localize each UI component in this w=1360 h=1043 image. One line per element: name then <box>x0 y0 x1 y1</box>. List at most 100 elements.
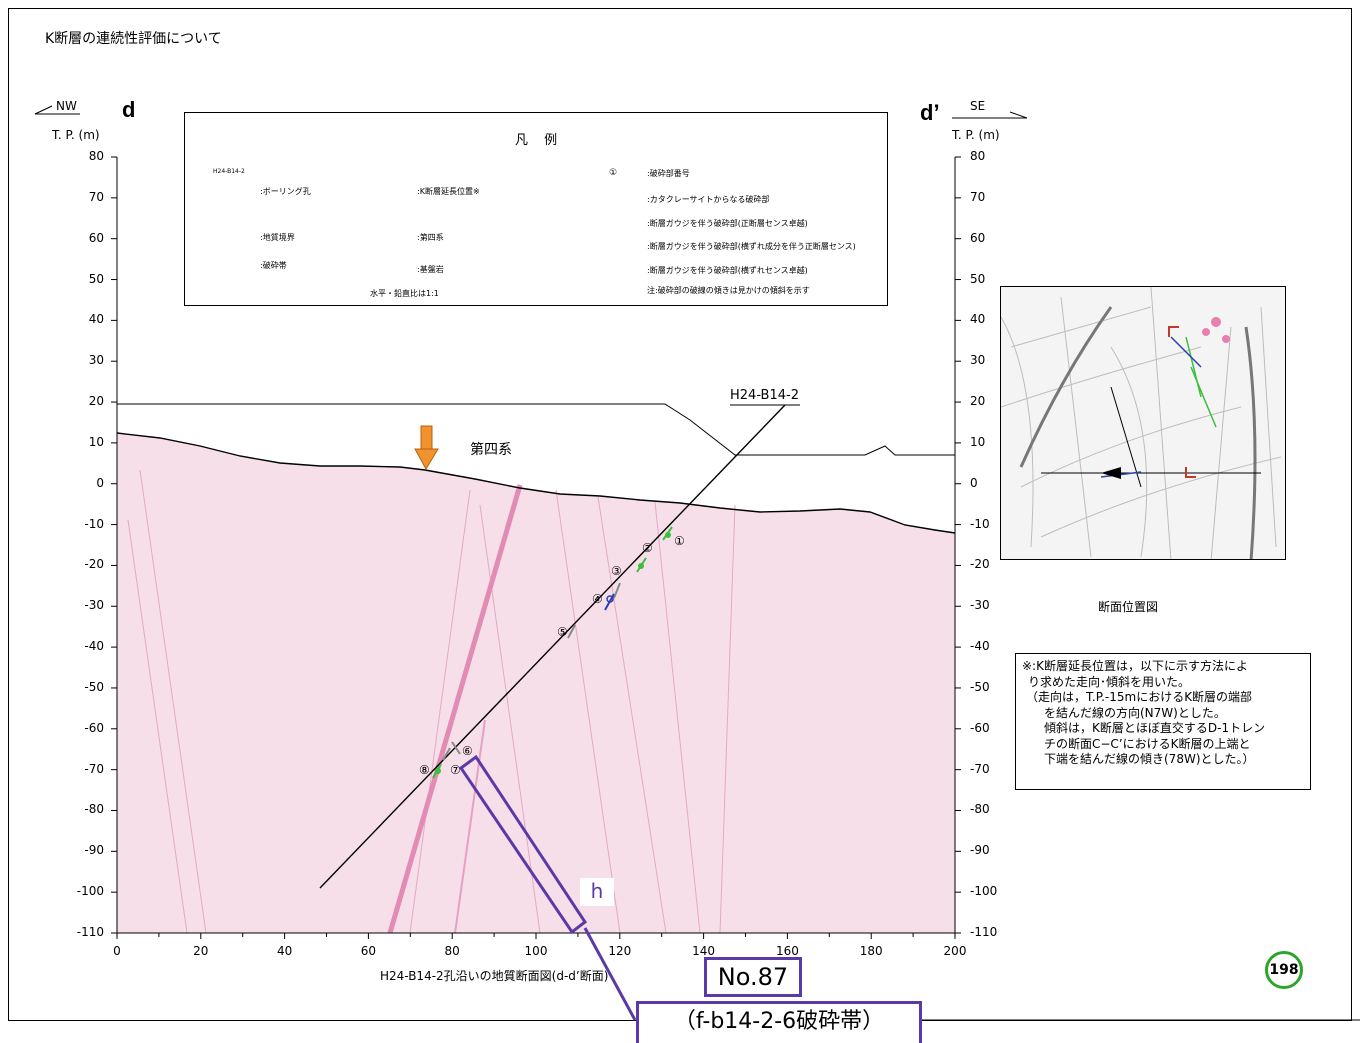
y-tick-label: -40 <box>84 639 104 654</box>
y-tick-label: -80 <box>970 802 990 817</box>
y-tick-label: -20 <box>970 557 990 572</box>
legend-borehole-tag: H24-B14-2 <box>213 168 245 175</box>
y-tick-label: 40 <box>88 312 104 327</box>
fracture-zone-label: （f-b14-2-6破砕帯） <box>636 1001 922 1043</box>
legend-number-symbol: ① <box>609 168 618 178</box>
x-tick-label: 40 <box>276 944 293 958</box>
legend-k-extension: :K断層延長位置※ <box>417 187 480 196</box>
x-tick-label: 120 <box>608 944 632 958</box>
legend-bedrock: :基盤岩 <box>417 265 444 274</box>
method-note-box: ※:K断層延長位置は，以下に示す方法によ り求めた走向･傾斜を用いた。 （走向は… <box>1015 653 1311 790</box>
legend-borehole: :ボーリング孔 <box>260 187 311 196</box>
y-tick-label: 80 <box>88 149 104 163</box>
y-tick-label: -10 <box>970 516 990 531</box>
y-unit-label-right: T. P. (m) <box>952 128 1000 142</box>
bedrock-area <box>117 433 955 933</box>
y-tick-label: -80 <box>84 802 104 817</box>
fracture-number: ⑧ <box>419 763 430 777</box>
direction-se-label: SE <box>970 99 986 113</box>
y-tick-label: -30 <box>970 598 990 613</box>
x-tick-label: 140 <box>692 944 716 958</box>
h-label: h <box>580 878 614 906</box>
x-tick-label: 100 <box>524 944 548 958</box>
borehole-label: H24-B14-2 <box>730 388 799 403</box>
y-tick-label: -100 <box>970 884 998 899</box>
y-tick-label: 50 <box>970 271 986 286</box>
y-tick-label: 60 <box>970 230 986 245</box>
legend-scale-note: 水平・鉛直比は1:1 <box>370 289 439 298</box>
legend-gouge-strike-normal: :断層ガウジを伴う破砕部(横ずれ成分を伴う正断層センス) <box>647 242 856 251</box>
y-tick-label: -90 <box>84 843 104 858</box>
location-map-caption: 断面位置図 <box>1098 600 1159 614</box>
section-caption: H24-B14-2孔沿いの地質断面図(d-d’断面) <box>380 969 609 983</box>
y-tick-label: 60 <box>88 230 104 245</box>
y-unit-label-left: T. P. (m) <box>52 128 100 142</box>
legend-number: :破砕部番号 <box>647 169 690 178</box>
y-tick-label: 0 <box>96 475 104 490</box>
y-tick-label: 40 <box>970 312 986 327</box>
no-87-label: No.87 <box>704 957 802 997</box>
y-tick-label: -50 <box>970 679 990 694</box>
y-tick-label: -20 <box>84 557 104 572</box>
legend-quaternary: :第四系 <box>417 233 444 242</box>
y-tick-label: 70 <box>970 189 986 204</box>
note-line: 傾斜は，K断層とほぼ直交するD-1トレン <box>1044 721 1266 735</box>
y-tick-label: -100 <box>76 884 104 899</box>
ground-surface-line <box>116 432 956 534</box>
y-tick-label: -60 <box>84 720 104 735</box>
legend-gouge-strike: :断層ガウジを伴う破砕部(横ずれセンス卓越) <box>647 266 808 275</box>
legend-cataclasite: :カタクレーサイトからなる破砕部 <box>647 195 770 204</box>
y-tick-label: 0 <box>970 475 978 490</box>
y-tick-label: 30 <box>88 353 104 368</box>
direction-nw-label: NW <box>56 99 77 113</box>
note-line: （走向は，T.P.-15mにおけるK断層の端部 <box>1026 690 1253 704</box>
legend-title: 凡 例 <box>515 133 564 148</box>
fracture-number: ② <box>642 541 653 555</box>
y-tick-label: -30 <box>84 598 104 613</box>
y-tick-label: 10 <box>970 434 986 449</box>
note-line: ※:K断層延長位置は，以下に示す方法によ <box>1022 659 1248 673</box>
fracture-number: ⑤ <box>557 625 568 639</box>
y-tick-label: -60 <box>970 720 990 735</box>
location-map-graphic <box>1001 287 1282 559</box>
y-tick-label: -10 <box>84 516 104 531</box>
x-tick-label: 180 <box>859 944 883 958</box>
quaternary-top-line <box>117 403 955 456</box>
legend-fracture-zone: :破砕帯 <box>260 261 287 270</box>
fracture-number: ⑥ <box>462 744 473 758</box>
fracture-number: ④ <box>592 592 603 606</box>
y-tick-label: -70 <box>970 761 990 776</box>
page-title: K断層の連続性評価について <box>45 31 222 47</box>
y-tick-label: 30 <box>970 353 986 368</box>
y-tick-label: 20 <box>88 394 104 409</box>
x-tick-label: 160 <box>775 944 799 958</box>
y-tick-label: 50 <box>88 271 104 286</box>
y-tick-label: -110 <box>970 925 998 939</box>
fracture-zone-highlight <box>458 754 588 935</box>
y-tick-label: 80 <box>970 149 986 163</box>
fracture-number: ⑦ <box>450 763 461 777</box>
y-tick-label: -90 <box>970 843 990 858</box>
note-line: り求めた走向･傾斜を用いた。 <box>1028 674 1191 689</box>
section-end-label: d’ <box>920 100 940 125</box>
y-tick-label: -110 <box>76 925 104 939</box>
x-tick-label: 60 <box>360 944 377 958</box>
note-line: 下端を結んだ線の傾き(78W)とした。） <box>1044 752 1255 766</box>
y-tick-label: 70 <box>88 189 104 204</box>
y-tick-label: -50 <box>84 679 104 694</box>
x-tick-label: 200 <box>943 944 967 958</box>
y-tick-label: 10 <box>88 434 104 449</box>
legend-boundary: :地質境界 <box>260 233 295 242</box>
legend-box: 凡 例 H24-B14-2 :ボーリング孔 :地質境界 :破砕帯 :K断層延長位… <box>184 112 888 306</box>
page-number-badge: 198 <box>1265 951 1303 989</box>
section-start-label: d <box>122 97 136 122</box>
quaternary-label: 第四系 <box>470 442 512 458</box>
x-tick-label: 0 <box>113 944 121 958</box>
fracture-number: ③ <box>611 564 622 578</box>
k-fault-arrow <box>414 425 439 471</box>
y-tick-label: -70 <box>84 761 104 776</box>
fracture-number: ① <box>674 534 685 548</box>
x-tick-label: 20 <box>193 944 209 958</box>
borehole-line <box>319 404 786 889</box>
